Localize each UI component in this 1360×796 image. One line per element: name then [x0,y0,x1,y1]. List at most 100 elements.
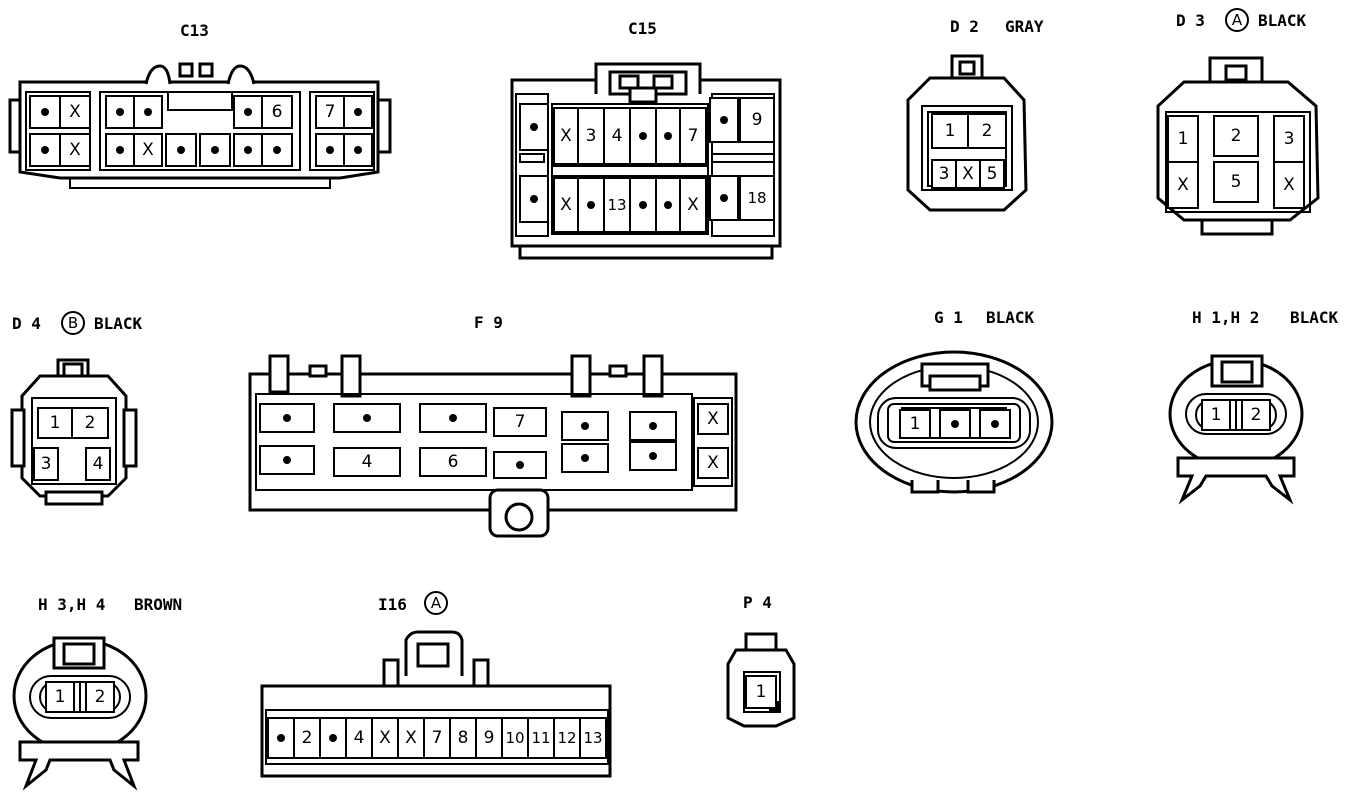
svg-text:BLACK: BLACK [986,308,1035,327]
pin-dot [581,422,589,430]
pin-cell: 5 [1213,161,1259,203]
pin-label: 11 [531,729,550,747]
svg-text:G 1: G 1 [934,308,963,327]
pin-dot [649,452,657,460]
pin-cell: X [679,177,707,233]
pin-cell [259,403,315,433]
pin-cell: 3 [931,159,957,189]
pin-cell: 2 [71,407,109,439]
pin-cell [233,133,263,167]
pin-cell [333,403,401,433]
pin-dot [244,108,252,116]
pin-label: 3 [939,164,950,184]
pin-cell: 13 [579,717,607,759]
pin-cell [979,409,1011,439]
pin-cell: 1 [745,675,777,709]
pin-label: X [69,140,81,160]
pin-label: X [687,195,699,215]
pin-dot [649,422,657,430]
pin-dot [326,146,334,154]
pin-cell: 7 [423,717,451,759]
pin-cell: 3 [1273,115,1305,163]
pin-cell [343,95,373,129]
pin-cell [165,133,197,167]
pin-dot [530,195,538,203]
pin-cell: 9 [739,97,775,143]
svg-text:D 2: D 2 [950,17,979,36]
pin-label: 1 [1178,129,1189,149]
pin-dot [951,420,959,428]
pin-cell: X [1167,161,1199,209]
pin-label: 2 [85,413,96,433]
pin-cell: 1 [37,407,73,439]
pin-cell: 4 [345,717,373,759]
pin-cell: 7 [679,107,707,165]
pin-dot [273,146,281,154]
pin-dot [991,420,999,428]
pin-dot [639,201,647,209]
pin-label: 7 [515,412,526,432]
pin-cell [267,717,295,759]
pin-cell [939,409,971,439]
label-d2: D 2 GRAY [950,17,1044,36]
pin-dot [449,414,457,422]
pin-cell [105,133,135,167]
pin-dot [329,734,337,742]
pin-label: X [405,728,417,748]
pin-cell: 2 [293,717,321,759]
pin-label: 6 [272,102,283,122]
pin-label: X [707,409,719,429]
variant-badge: A [431,594,442,612]
pin-label: 1 [945,121,956,141]
pin-cell: X [371,717,399,759]
pin-cell: 2 [1241,399,1271,431]
pin-label: 7 [688,126,699,146]
pin-dot [363,414,371,422]
pin-dot [244,146,252,154]
pin-cell: 10 [501,717,529,759]
pin-dot [41,146,49,154]
pin-dot [283,414,291,422]
pin-cell [319,717,347,759]
label-i16: I16 A [378,591,448,615]
label-f9: F 9 [474,313,503,332]
pin-cell: X [133,133,163,167]
pin-cell: 2 [85,681,115,713]
pin-label: 1 [50,413,61,433]
pin-cell: 1 [931,113,969,149]
variant-badge: B [68,314,78,332]
pin-dot [144,108,152,116]
pin-label: 1 [55,687,66,707]
pin-label: 10 [505,729,524,747]
pin-cell [259,445,315,475]
pin-label: 6 [448,452,459,472]
pin-dot [354,146,362,154]
pin-dot [211,146,219,154]
pin-label: 13 [583,729,602,747]
pin-dot [720,116,728,124]
pin-dot [116,146,124,154]
pin-cell: 5 [979,159,1005,189]
pin-cell: 12 [553,717,581,759]
pin-label: 1 [1211,405,1222,425]
label-c15: C15 [628,19,657,38]
pin-label: 5 [987,164,998,184]
pin-dot [664,201,672,209]
pin-cell: 4 [603,107,631,165]
pin-cell [577,177,605,233]
pin-cell: 4 [85,447,111,481]
pin-dot [277,734,285,742]
pin-cell [419,403,487,433]
pin-cell [29,95,61,129]
pin-label: 9 [484,728,495,748]
svg-text:GRAY: GRAY [1005,17,1044,36]
pin-dot [516,461,524,469]
pin-dot [587,201,595,209]
svg-text:D 3: D 3 [1176,11,1205,30]
pin-cell: X [553,107,579,165]
pin-label: 4 [612,126,623,146]
pin-label: 2 [982,121,993,141]
label-h3h4: H 3,H 4 BROWN [38,595,182,614]
